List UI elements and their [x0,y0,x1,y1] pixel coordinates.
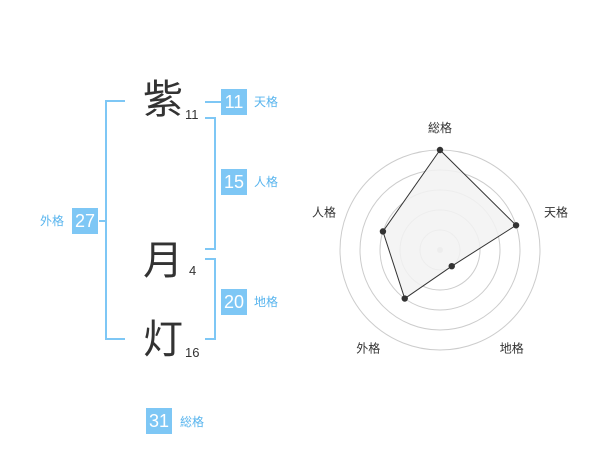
radar-label-4: 人格 [312,204,336,219]
name-char-3-strokes: 16 [185,345,200,360]
radar-point-4 [379,228,387,235]
radar-area [382,149,517,300]
chikaku-label: 地格 [254,295,279,309]
radar-point-1 [512,222,520,229]
jinkaku-bracket-top [205,117,215,119]
radar-label-2: 地格 [500,341,524,356]
jinkaku-bracket-vertical [214,117,216,250]
radar-points [379,146,520,302]
chikaku-bracket-vertical [214,258,216,340]
chikaku-badge: 20 [221,289,248,315]
name-char-2: 月 [143,238,183,284]
tenkaku-bracket [205,101,221,103]
chikaku-bracket-bottom [205,338,215,340]
jinkaku-label: 人格 [254,175,279,189]
soukaku-label: 総格 [180,415,205,429]
gaikaku-label: 外格 [40,214,65,228]
gaikaku-bracket-tick [99,220,106,222]
radar-label-3: 外格 [356,341,380,356]
chikaku-bracket-top [205,258,215,260]
name-char-3: 灯 [143,317,183,363]
radar-point-2 [448,262,455,270]
gaikaku-bracket-bottom [105,338,125,340]
tenkaku-label: 天格 [254,95,279,109]
jinkaku-bracket-bottom [205,248,215,250]
name-char-1-strokes: 11 [185,107,199,122]
gaikaku-bracket-vertical [105,100,107,340]
jinkaku-badge: 15 [221,169,248,195]
radar-point-3 [401,295,408,302]
gaikaku-badge: 27 [72,208,99,234]
gaikaku-bracket-top [105,100,125,102]
radar-label-1: 天格 [544,204,568,219]
tenkaku-badge: 11 [221,89,247,115]
soukaku-badge: 31 [146,408,173,434]
radar-point-0 [436,146,444,154]
name-char-1: 紫 [143,77,183,123]
radar-label-0: 総格 [428,120,452,135]
name-char-2-strokes: 4 [189,263,197,278]
